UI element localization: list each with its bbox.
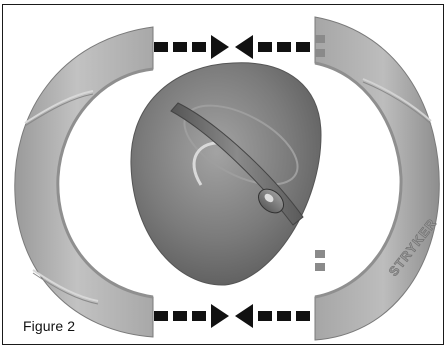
- figure-caption: Figure 2: [23, 318, 76, 334]
- figure-illustration: STRYKER: [14, 16, 440, 341]
- center-pad: [130, 62, 322, 286]
- left-cushion: [14, 26, 154, 338]
- right-cushion: STRYKER: [314, 16, 440, 341]
- arrow-bottom-right: [235, 304, 310, 328]
- figure-frame: STRYKER: [2, 4, 444, 345]
- arrow-top-left: [154, 35, 229, 59]
- arrow-bottom-left: [154, 304, 229, 328]
- arrow-top-right: [235, 35, 310, 59]
